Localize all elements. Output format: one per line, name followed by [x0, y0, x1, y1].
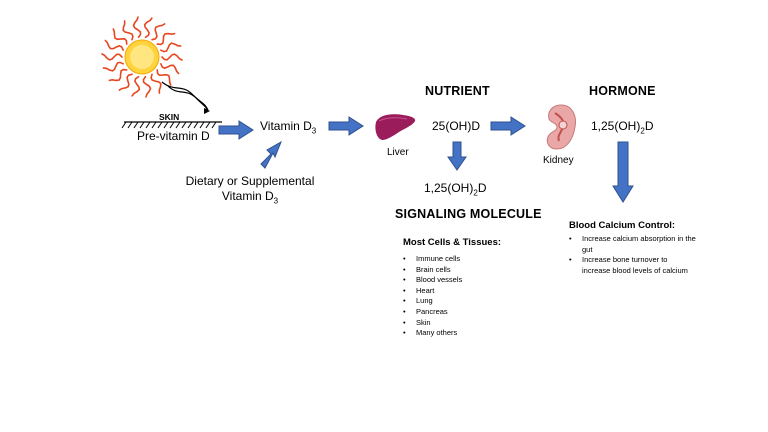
hormone-heading: HORMONE — [589, 84, 656, 98]
dietary-supplemental-label: Dietary or Supplemental Vitamin D3 — [180, 174, 320, 208]
sun-ray — [160, 63, 180, 75]
skin-hatch-mark — [127, 121, 133, 129]
pre-vitamin-d-label: Pre-vitamin D — [137, 129, 210, 143]
skin-surface — [121, 121, 222, 129]
kidney-icon — [546, 104, 576, 150]
calcitriol-hormone-text-a: 1,25(OH) — [591, 119, 641, 133]
list-item: Immune cells — [403, 254, 543, 265]
list-item: Heart — [403, 286, 543, 297]
light-rays-icon — [161, 81, 210, 114]
dietary-vitamin-d-text: Vitamin D — [221, 189, 274, 203]
signaling-molecule-heading: SIGNALING MOLECULE — [395, 207, 542, 221]
sun-ray — [161, 53, 183, 61]
vitamin-d3-subscript: 3 — [311, 126, 317, 136]
most-cells-title: Most Cells & Tissues: — [403, 237, 502, 248]
arrow-dietary-to-vitamin-d3 — [260, 140, 282, 169]
skin-hatch-mark — [181, 121, 187, 129]
blood-calcium-list: Increase calcium absorption in the gut I… — [569, 234, 697, 276]
blood-calcium-section: Blood Calcium Control: Increase calcium … — [569, 220, 709, 276]
sun-ray — [132, 16, 142, 39]
skin-hatch-mark — [133, 121, 139, 129]
skin-hatch-mark — [199, 121, 205, 129]
calcitriol-text-a: 1,25(OH) — [424, 181, 474, 195]
skin-hatch-mark — [205, 121, 211, 129]
liver-icon — [375, 114, 416, 140]
sun-ray — [118, 73, 133, 91]
skin-hatch-mark — [193, 121, 199, 129]
sun-ray — [160, 42, 182, 53]
most-cells-section: Most Cells & Tissues: Immune cells Brain… — [403, 237, 543, 339]
arrow-skin-to-vitamin-d3 — [218, 120, 254, 140]
calcitriol-text-b: D — [477, 181, 487, 195]
list-item: Blood vessels — [403, 275, 543, 286]
dietary-line-1: Dietary or Supplemental — [185, 174, 315, 188]
list-item: Increase calcium absorption in the gut — [569, 234, 697, 255]
skin-hatch-mark — [163, 121, 169, 129]
skin-hatch-mark — [211, 121, 217, 129]
sun-ray — [112, 28, 128, 45]
skin-hatch-mark — [151, 121, 157, 129]
sun-ray — [102, 61, 124, 72]
sun-ray — [156, 69, 172, 86]
sun-ray — [143, 17, 153, 39]
blood-calcium-title: Blood Calcium Control: — [569, 220, 676, 231]
list-item: Lung — [403, 296, 543, 307]
arrow-hormone-down — [612, 141, 634, 203]
skin-hatch-mark — [145, 121, 151, 129]
calcitriol-hormone-subscript: 2 — [640, 126, 645, 136]
skin-hatch-mark — [169, 121, 175, 129]
list-item: Increase bone turnover to increase blood… — [569, 255, 697, 276]
sun-ray — [108, 68, 128, 82]
kidney-label: Kidney — [543, 155, 574, 166]
dietary-vitamin-d-subscript: 3 — [273, 196, 279, 206]
arrow-25ohd-to-kidney — [490, 116, 526, 136]
list-item: Skin — [403, 318, 543, 329]
skin-label: SKIN — [159, 112, 180, 122]
calcitriol-subscript: 2 — [473, 188, 478, 198]
skin-hatch-mark — [175, 121, 181, 129]
skin-hatch-mark — [121, 121, 127, 129]
liver-label: Liver — [387, 147, 409, 158]
vitamin-d3-label: Vitamin D3 — [260, 119, 316, 135]
skin-hatch-mark — [157, 121, 163, 129]
metabolite-25ohd-label: 25(OH)D — [432, 119, 481, 133]
sun-ray — [142, 75, 152, 98]
sun-ray — [131, 75, 141, 97]
vitamin-d3-text: Vitamin D — [260, 119, 312, 133]
sun-ray — [150, 73, 162, 94]
sun-ray — [101, 53, 123, 61]
nutrient-heading: NUTRIENT — [425, 84, 490, 98]
sun-ray — [122, 20, 134, 41]
list-item: Pancreas — [403, 307, 543, 318]
arrow-25ohd-down — [447, 141, 467, 171]
calcitriol-signaling-label: 1,25(OH)2D — [424, 181, 486, 197]
sun-ray — [151, 23, 166, 41]
list-item: Many others — [403, 328, 543, 339]
calcitriol-hormone-text-b: D — [644, 119, 654, 133]
dietary-line-2: Vitamin D3 — [180, 189, 320, 208]
sun-ray — [104, 39, 124, 51]
sun-ray — [156, 32, 176, 46]
arrow-vitamin-d3-to-liver — [328, 116, 364, 136]
most-cells-list: Immune cells Brain cells Blood vessels H… — [403, 254, 543, 339]
sun-icon — [101, 16, 183, 98]
list-item: Brain cells — [403, 265, 543, 276]
skin-hatch-mark — [187, 121, 193, 129]
skin-hatch-mark — [139, 121, 145, 129]
calcitriol-hormone-label: 1,25(OH)2D — [591, 119, 653, 135]
